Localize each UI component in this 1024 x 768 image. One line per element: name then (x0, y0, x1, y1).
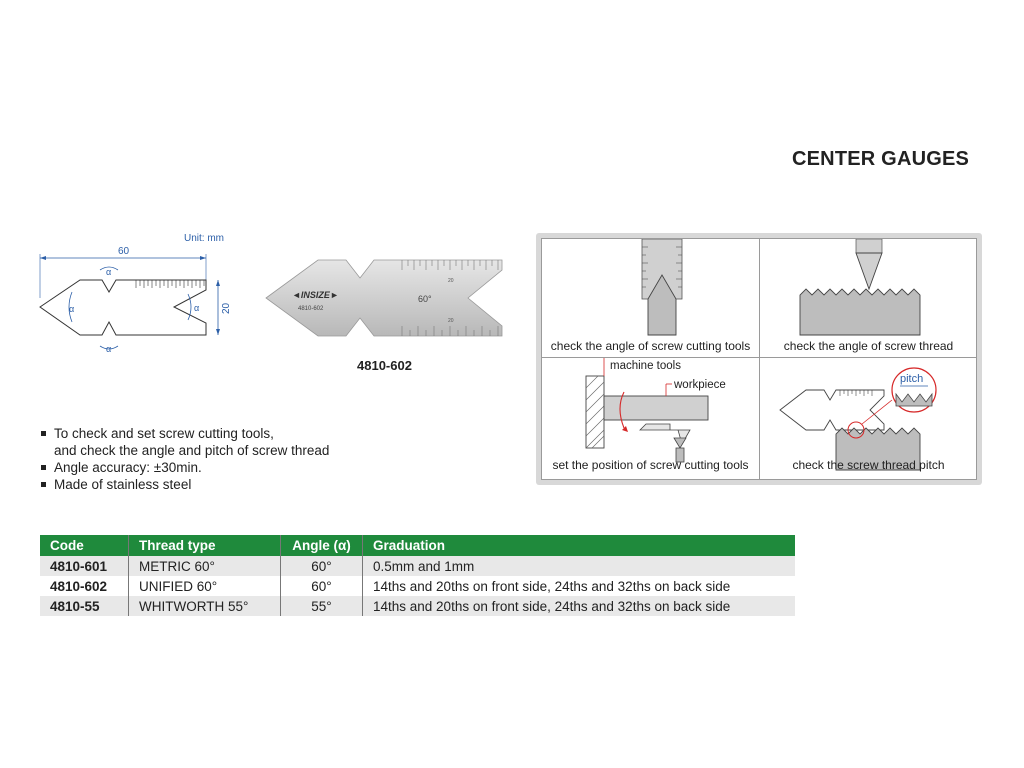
alpha-right: α (194, 303, 199, 313)
alpha-bottom: α (106, 344, 111, 354)
cell-graduation: 0.5mm and 1mm (362, 556, 795, 576)
length-dimension: 60 (118, 246, 130, 257)
cell-graduation: 14ths and 20ths on front side, 24ths and… (362, 596, 795, 616)
feature-item: Made of stainless steel (40, 476, 329, 493)
technical-drawing: Unit: mm 60 20 α α α α (39, 233, 232, 354)
unit-label: Unit: mm (184, 233, 224, 244)
header-thread-type: Thread type (128, 535, 281, 556)
table-row: 4810-55 WHITWORTH 55° 55° 14ths and 20th… (40, 596, 795, 616)
photo-scale-a: 20 (448, 278, 454, 284)
usage-grid: check the angle of screw cutting tools c… (541, 238, 977, 480)
header-angle: Angle (α) (280, 535, 363, 556)
feature-item: Angle accuracy: ±30min. (40, 459, 329, 476)
usage-cell-thread-pitch: pitch check the screw thread pitch (760, 358, 977, 478)
alpha-left: α (69, 304, 74, 314)
tool-position-illustration: machine tools workpiece (585, 358, 726, 463)
table-row: 4810-601 METRIC 60° 60° 0.5mm and 1mm (40, 556, 795, 576)
height-dimension: 20 (221, 302, 232, 314)
thread-angle-illustration (799, 239, 921, 336)
table-header-row: Code Thread type Angle (α) Graduation (40, 535, 795, 556)
photo-scale-b: 20 (448, 318, 454, 324)
thread-pitch-illustration: pitch (779, 367, 937, 471)
cell-thread-type: METRIC 60° (128, 556, 281, 576)
feature-item: To check and set screw cutting tools, an… (40, 425, 329, 459)
brand-logo: ◄INSIZE► (292, 290, 339, 300)
feature-text: Made of stainless steel (54, 477, 192, 492)
feature-list: To check and set screw cutting tools, an… (40, 425, 329, 493)
product-photo: ◄INSIZE► 4810-602 60° 20 20 (265, 259, 503, 337)
tool-angle-illustration (641, 239, 683, 336)
header-code: Code (40, 535, 129, 556)
usage-caption: check the angle of screw cutting tools (550, 339, 751, 353)
machine-tools-label: machine tools (610, 360, 681, 372)
cell-graduation: 14ths and 20ths on front side, 24ths and… (362, 576, 795, 596)
cell-code: 4810-601 (40, 556, 129, 576)
header-graduation: Graduation (362, 535, 795, 556)
model-label: 4810-602 (357, 358, 412, 373)
usage-caption: check the screw thread pitch (792, 458, 945, 472)
feature-text: To check and set screw cutting tools, (54, 426, 274, 441)
cell-thread-type: WHITWORTH 55° (128, 596, 281, 616)
feature-text: and check the angle and pitch of screw t… (54, 443, 330, 458)
cell-angle: 60° (280, 576, 363, 596)
page-title: CENTER GAUGES (792, 148, 970, 170)
cell-code: 4810-55 (40, 596, 129, 616)
cell-thread-type: UNIFIED 60° (128, 576, 281, 596)
photo-angle: 60° (418, 294, 432, 304)
pitch-label: pitch (900, 373, 923, 385)
cell-angle: 60° (280, 556, 363, 576)
usage-cell-thread-angle: check the angle of screw thread (760, 239, 977, 359)
usage-caption: set the position of screw cutting tools (552, 458, 749, 472)
cell-angle: 55° (280, 596, 363, 616)
alpha-top: α (106, 267, 111, 277)
table-row: 4810-602 UNIFIED 60° 60° 14ths and 20ths… (40, 576, 795, 596)
photo-code: 4810-602 (298, 306, 324, 312)
feature-text: Angle accuracy: ±30min. (54, 460, 202, 475)
usage-panel: check the angle of screw cutting tools c… (536, 233, 982, 485)
spec-table: Code Thread type Angle (α) Graduation 48… (40, 535, 795, 616)
workpiece-label: workpiece (673, 379, 726, 391)
usage-cell-tool-position: machine tools workpiece set the position… (542, 358, 759, 478)
usage-cell-tool-angle: check the angle of screw cutting tools (542, 239, 759, 359)
usage-caption: check the angle of screw thread (783, 339, 954, 353)
cell-code: 4810-602 (40, 576, 129, 596)
